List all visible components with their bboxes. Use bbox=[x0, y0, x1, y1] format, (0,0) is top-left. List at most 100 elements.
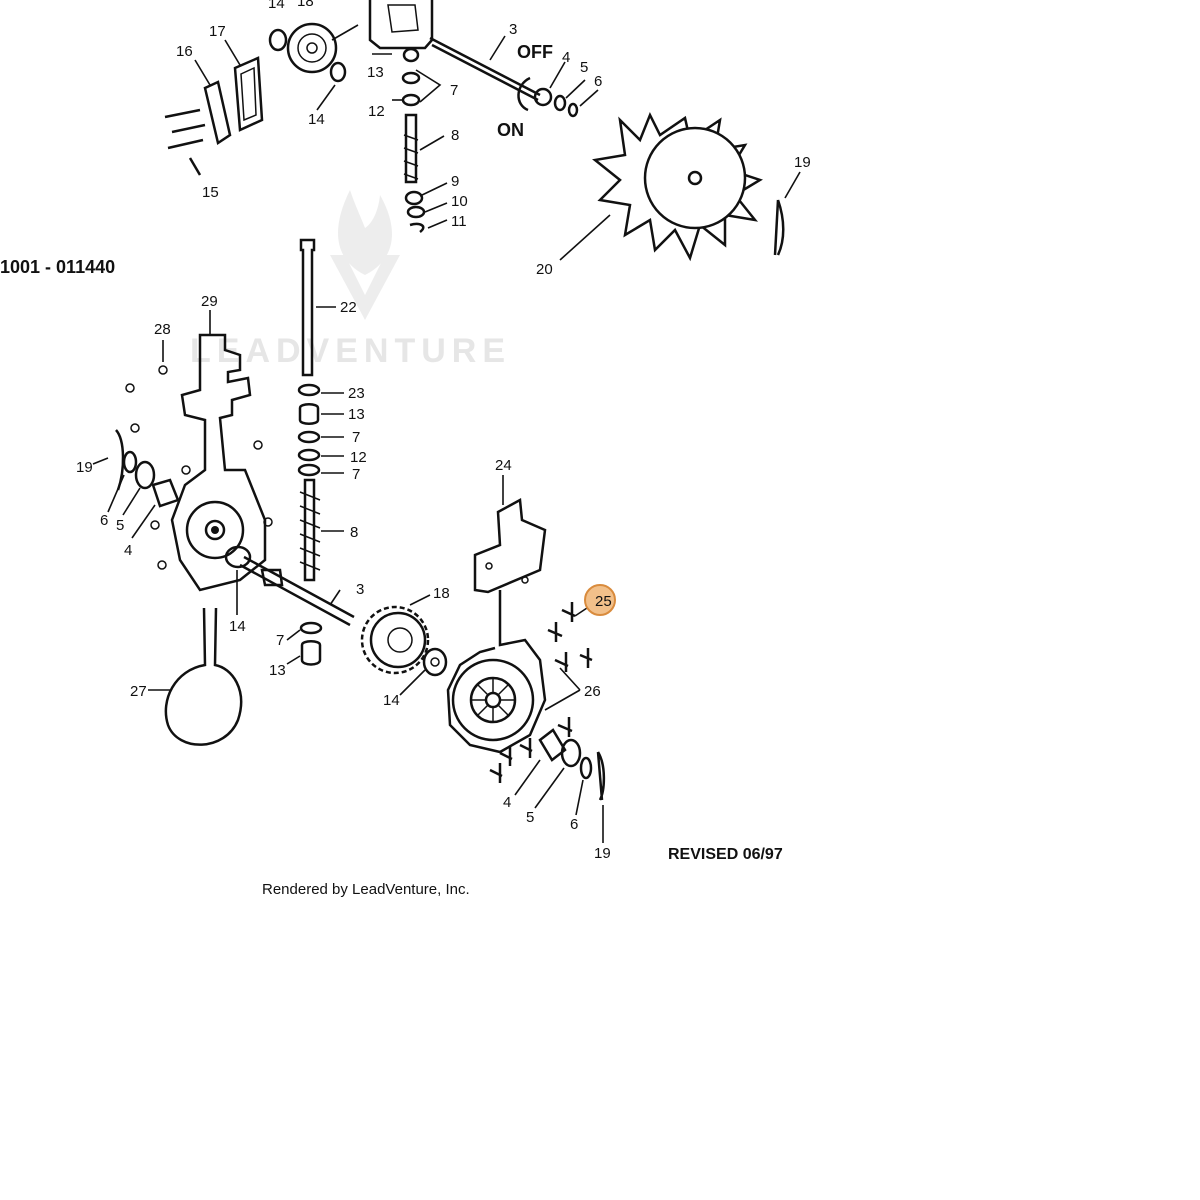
callout-16-top: 16 bbox=[176, 43, 193, 60]
callout-20-top: 20 bbox=[536, 261, 553, 278]
callout-18-bottom: 18 bbox=[433, 585, 450, 602]
plate-17 bbox=[233, 56, 264, 132]
callout-26: 26 bbox=[584, 683, 601, 700]
bearing-4-right bbox=[538, 728, 567, 762]
washer-5-right bbox=[560, 738, 582, 768]
top-leaders bbox=[194, 24, 801, 261]
callout-15-top: 15 bbox=[202, 184, 219, 201]
plate-16 bbox=[203, 80, 232, 146]
bolts-26 bbox=[489, 602, 593, 783]
callout-14-left: 14 bbox=[229, 618, 246, 635]
ring-12-top bbox=[401, 93, 421, 107]
washer-14-bottom bbox=[422, 647, 448, 677]
callout-7-small: 7 bbox=[276, 632, 284, 649]
washer-14b-top bbox=[329, 61, 347, 83]
ring-7-bottom bbox=[297, 430, 321, 444]
callout-28: 28 bbox=[154, 321, 171, 338]
washer-14-top bbox=[268, 28, 288, 52]
callout-11-top: 11 bbox=[451, 213, 467, 230]
top-callouts: 14 18 3 OFF 4 5 6 ON 7 8 9 10 11 12 13 1… bbox=[176, 0, 811, 278]
callout-6-left: 6 bbox=[100, 512, 108, 529]
washer-14-left bbox=[224, 545, 252, 569]
bushing-13-top bbox=[402, 47, 420, 63]
callout-4-left: 4 bbox=[124, 542, 132, 559]
highlight-marker-25[interactable] bbox=[584, 584, 616, 616]
ring-6-top bbox=[567, 102, 579, 118]
callout-27: 27 bbox=[130, 683, 147, 700]
callout-12-top: 12 bbox=[368, 103, 385, 120]
screws-15 bbox=[164, 108, 206, 150]
callout-22: 22 bbox=[340, 299, 357, 316]
serial-range-label: 1001 - 011440 bbox=[0, 257, 115, 277]
callout-5-right: 5 bbox=[526, 809, 534, 826]
callout-17-top: 17 bbox=[209, 23, 226, 40]
nut-28 bbox=[158, 365, 168, 375]
plate-24 bbox=[473, 498, 547, 594]
shaft-3-bottom bbox=[239, 555, 355, 627]
bushing-13-bottom bbox=[298, 403, 320, 425]
frame-29 bbox=[170, 333, 267, 592]
bottom-callouts: 22 23 13 7 12 7 8 3 29 28 19 6 5 4 14 7 … bbox=[76, 293, 612, 862]
gear-18-top bbox=[286, 22, 338, 74]
bearing-4-left bbox=[151, 478, 180, 508]
callout-19-top: 19 bbox=[794, 154, 811, 171]
ring-12-bottom bbox=[297, 448, 321, 462]
callout-3-bottom: 3 bbox=[356, 581, 364, 598]
ring-23 bbox=[297, 383, 321, 397]
callout-8-bottom: 8 bbox=[350, 524, 358, 541]
ring-7b-bottom bbox=[297, 463, 321, 477]
bushing-4-top bbox=[533, 87, 553, 107]
callout-19-left: 19 bbox=[76, 459, 93, 476]
callout-29: 29 bbox=[201, 293, 218, 310]
callout-14-bottom: 14 bbox=[383, 692, 400, 709]
switch-off-label: OFF bbox=[517, 42, 553, 62]
ring-6-left bbox=[122, 450, 138, 474]
callout-7-bottom: 7 bbox=[352, 429, 360, 446]
callout-19-right: 19 bbox=[594, 845, 611, 862]
callout-14-top: 14 bbox=[268, 0, 285, 12]
callout-24: 24 bbox=[495, 457, 512, 474]
callout-18-top: 18 bbox=[297, 0, 314, 10]
callout-13-bottom: 13 bbox=[348, 406, 365, 423]
callout-13-top: 13 bbox=[367, 64, 384, 81]
callout-8-top: 8 bbox=[451, 127, 459, 144]
worm-shaft-8-bottom bbox=[303, 478, 316, 582]
callout-7-top: 7 bbox=[450, 82, 458, 99]
callout-4-top: 4 bbox=[562, 49, 570, 66]
ring-7-small bbox=[299, 621, 323, 635]
callout-25[interactable]: 25 bbox=[595, 593, 612, 610]
callout-5-left: 5 bbox=[116, 517, 124, 534]
callout-10-top: 10 bbox=[451, 193, 468, 210]
gearbox-housing-top bbox=[368, 0, 434, 50]
revised-label: REVISED 06/97 bbox=[668, 846, 783, 863]
leadventure-watermark-logo bbox=[330, 190, 400, 320]
washer-5-top bbox=[553, 94, 567, 112]
callout-6-right: 6 bbox=[570, 816, 578, 833]
callout-6-top: 6 bbox=[594, 73, 602, 90]
clip-19-top bbox=[773, 199, 785, 256]
callout-7b-bottom: 7 bbox=[352, 466, 360, 483]
ring-10-top bbox=[406, 205, 426, 219]
tine-20-front bbox=[643, 126, 747, 230]
callout-23: 23 bbox=[348, 385, 365, 402]
footer-credit: Rendered by LeadVenture, Inc. bbox=[262, 881, 470, 898]
washer-5-left bbox=[134, 460, 156, 490]
clip-11-top bbox=[409, 222, 425, 233]
callout-5-top: 5 bbox=[580, 59, 588, 76]
bearing-9-top bbox=[404, 190, 424, 206]
housing-left-bore bbox=[185, 500, 245, 560]
ring-7-top bbox=[401, 71, 421, 85]
gearbox-window bbox=[387, 4, 419, 33]
housing-right bbox=[446, 590, 547, 754]
callout-14b-top: 14 bbox=[308, 111, 325, 128]
callout-9-top: 9 bbox=[451, 173, 459, 190]
watermark-text: LEADVENTURE bbox=[190, 332, 511, 370]
gear-18-bottom bbox=[360, 605, 430, 675]
callout-4-right: 4 bbox=[503, 794, 511, 811]
belt-27 bbox=[164, 607, 243, 746]
tube-22 bbox=[299, 238, 316, 377]
callout-3-top: 3 bbox=[509, 21, 517, 38]
switch-lever bbox=[517, 76, 531, 112]
